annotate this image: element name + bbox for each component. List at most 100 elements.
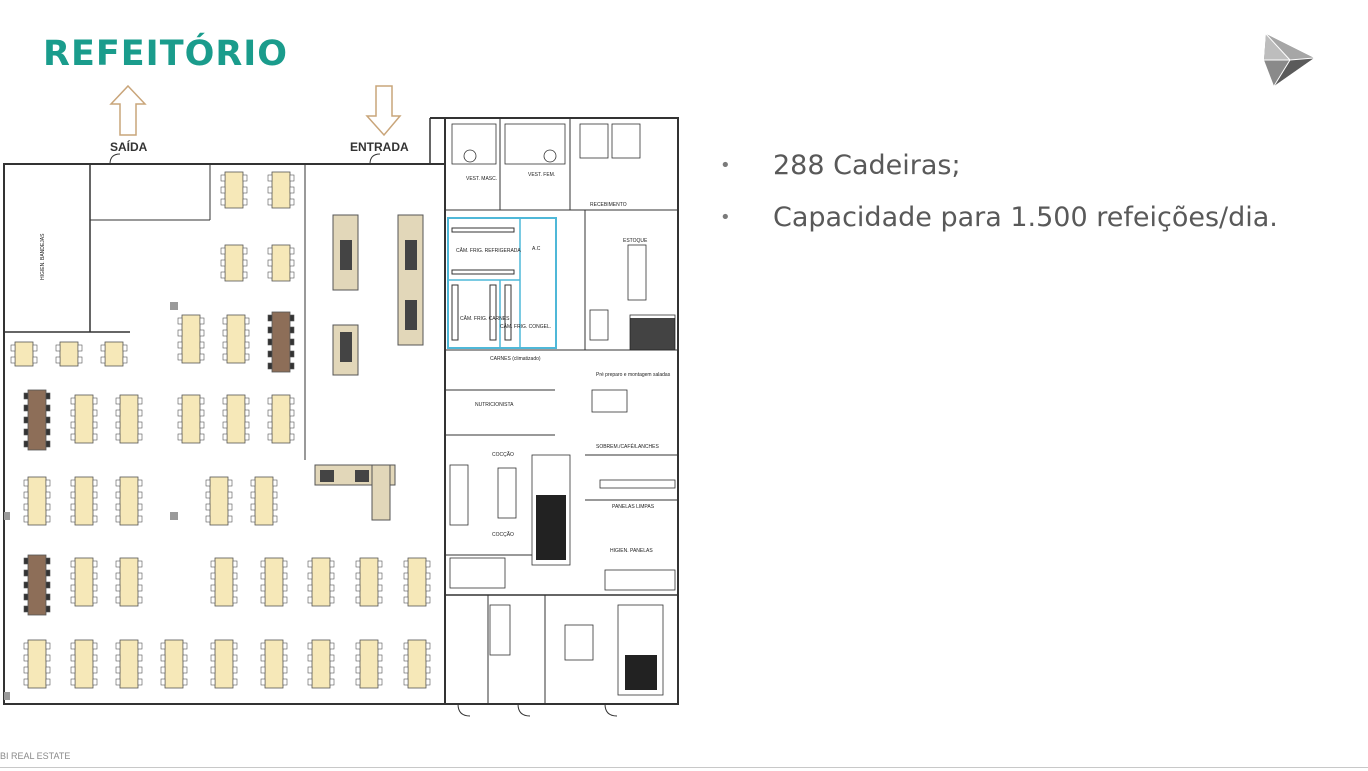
chair (70, 666, 76, 674)
chair (250, 491, 256, 499)
dining-table (119, 639, 139, 689)
chair (377, 572, 383, 580)
footer-text: BI REAL ESTATE (0, 751, 71, 761)
chair (282, 678, 288, 686)
dining-table (271, 311, 291, 373)
room-higien-bandejas: HIGIEN. BANDEJAS (40, 233, 46, 280)
chair (232, 654, 238, 662)
chair (377, 584, 383, 592)
chair (272, 503, 278, 511)
chair (244, 433, 250, 441)
room-carnes: CARNES (climatizado) (490, 356, 541, 362)
chair (289, 271, 295, 279)
chair (272, 515, 278, 523)
chair (92, 654, 98, 662)
chair (92, 397, 98, 405)
chair (267, 314, 273, 322)
chair (45, 557, 51, 565)
chair (70, 515, 76, 523)
chair (222, 421, 228, 429)
chair (182, 678, 188, 686)
chair (177, 433, 183, 441)
chair (177, 317, 183, 325)
chair (182, 642, 188, 650)
dining-table (359, 557, 379, 607)
chair (210, 678, 216, 686)
chair (23, 503, 29, 511)
chair (92, 596, 98, 604)
chair (425, 596, 431, 604)
chair (355, 654, 361, 662)
chair (289, 397, 295, 405)
chair (329, 654, 335, 662)
chair (70, 433, 76, 441)
chair (232, 678, 238, 686)
chair (355, 678, 361, 686)
chair (92, 421, 98, 429)
chair (282, 666, 288, 674)
chair (115, 397, 121, 405)
chair (23, 428, 29, 436)
chair (425, 560, 431, 568)
room-higien-panelas: HIGIEN. PANELAS (610, 548, 653, 554)
room-cam-frig-congel: CÂM. FRIG. CONGEL. (500, 323, 551, 330)
chair (307, 642, 313, 650)
chair (23, 678, 29, 686)
chair (403, 560, 409, 568)
chair (232, 642, 238, 650)
chair (137, 409, 143, 417)
chair (45, 642, 51, 650)
chair (137, 397, 143, 405)
chair (222, 329, 228, 337)
chair (267, 433, 273, 441)
chair (232, 560, 238, 568)
chair (425, 572, 431, 580)
chair (45, 392, 51, 400)
chair (242, 174, 248, 182)
chair (355, 642, 361, 650)
chair (260, 560, 266, 568)
chair (137, 584, 143, 592)
chair (182, 666, 188, 674)
dining-table (119, 557, 139, 607)
chair (307, 596, 313, 604)
chair (137, 433, 143, 441)
dining-table (27, 554, 47, 616)
chair (232, 572, 238, 580)
chair (307, 560, 313, 568)
chair (70, 584, 76, 592)
chair (23, 515, 29, 523)
chair (377, 642, 383, 650)
chair (289, 174, 295, 182)
chair (307, 666, 313, 674)
chair (329, 678, 335, 686)
chair (282, 572, 288, 580)
chair (122, 356, 128, 364)
chair (137, 560, 143, 568)
chair (307, 678, 313, 686)
chair (329, 596, 335, 604)
dining-table (209, 476, 229, 526)
chair (45, 515, 51, 523)
chair (160, 666, 166, 674)
chair (45, 428, 51, 436)
chair (10, 356, 16, 364)
chair (272, 479, 278, 487)
chair (115, 560, 121, 568)
chair (289, 247, 295, 255)
chair (222, 409, 228, 417)
room-estoque: ESTOQUE (623, 238, 648, 244)
chair (267, 186, 273, 194)
chair (250, 503, 256, 511)
chair (45, 605, 51, 613)
dining-table (407, 639, 427, 689)
chair (222, 317, 228, 325)
dining-table (254, 476, 274, 526)
bullet-dot-icon: • (720, 207, 731, 228)
chair (137, 678, 143, 686)
chair (115, 596, 121, 604)
chair (289, 259, 295, 267)
chair (92, 678, 98, 686)
chair (137, 515, 143, 523)
exit-label: SAÍDA (110, 139, 148, 154)
